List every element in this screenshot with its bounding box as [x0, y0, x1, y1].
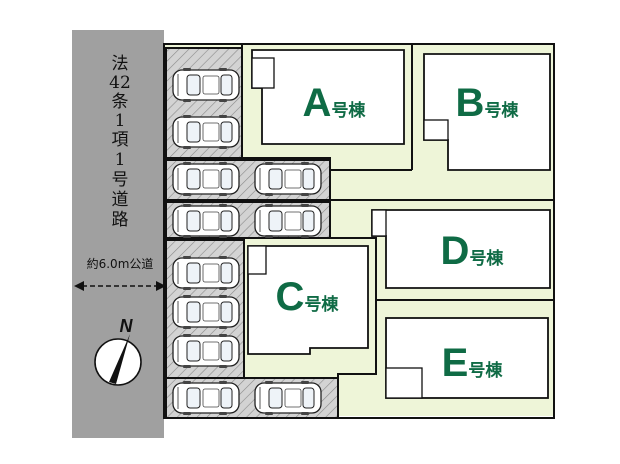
- svg-text:項: 項: [112, 130, 129, 150]
- building-c: C号棟: [247, 245, 369, 355]
- svg-text:法: 法: [112, 54, 129, 74]
- lot-boundaries: [163, 43, 555, 419]
- building-a: A号棟: [251, 49, 405, 145]
- svg-text:路: 路: [112, 210, 129, 230]
- building-d: D号棟: [371, 209, 551, 289]
- building-e: E号棟: [385, 317, 549, 399]
- svg-text:号: 号: [112, 170, 129, 190]
- road-width-dimension: [74, 281, 166, 291]
- north-compass: N: [94, 316, 142, 386]
- road-type-label: 法 42 条 1 項 1 号 道 路: [109, 54, 131, 230]
- svg-text:1: 1: [115, 150, 126, 170]
- road-width-label: 約6.0m公道: [87, 256, 154, 271]
- north-label: N: [120, 316, 134, 336]
- building-b-label: B号棟: [456, 81, 520, 125]
- building-b: B号棟: [423, 53, 551, 171]
- svg-text:1: 1: [115, 111, 126, 131]
- svg-text:条: 条: [112, 92, 129, 112]
- svg-text:42: 42: [109, 73, 131, 93]
- north-arrow-icon: [109, 334, 130, 384]
- building-d-label: D号棟: [441, 229, 505, 273]
- building-e-label: E号棟: [442, 341, 504, 385]
- svg-text:道: 道: [112, 190, 129, 210]
- building-c-label: C号棟: [276, 275, 340, 319]
- building-a-label: A号棟: [303, 81, 367, 125]
